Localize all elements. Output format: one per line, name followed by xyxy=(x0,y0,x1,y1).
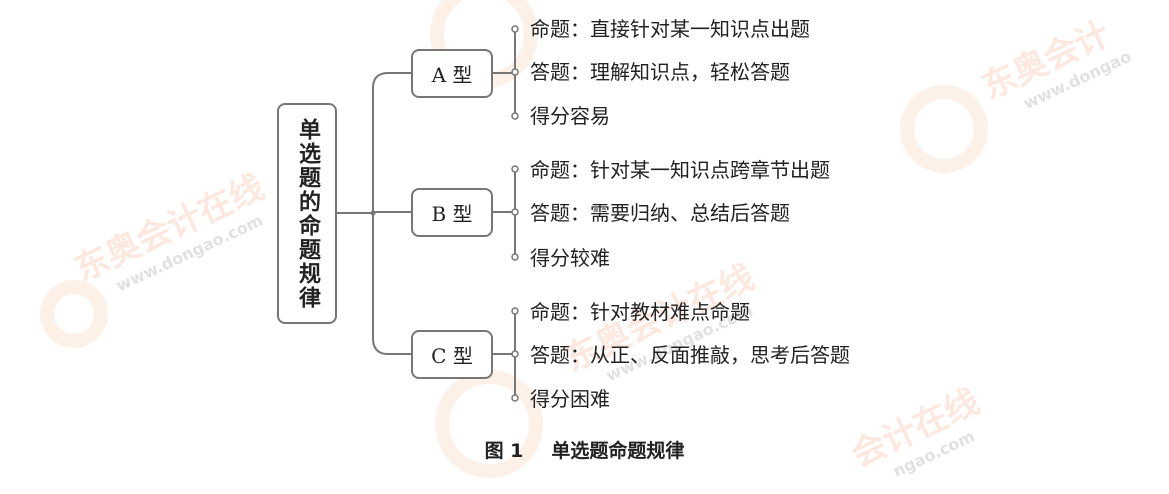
figure-title: 单选题命题规律 xyxy=(551,440,685,462)
root-node: 单选题的命题规律 xyxy=(277,103,337,324)
branch-a-item: 命题：直接针对某一知识点出题 xyxy=(530,17,810,41)
branch-b-item: 命题：针对某一知识点跨章节出题 xyxy=(530,158,830,182)
branch-c-item: 命题：针对教材难点命题 xyxy=(530,300,750,324)
branch-c-item: 答题：从正、反面推敲，思考后答题 xyxy=(530,343,850,367)
branch-b-node: B 型 xyxy=(411,188,493,237)
connector-lines xyxy=(337,25,519,402)
figure-number: 图 1 xyxy=(484,440,524,462)
figure-caption: 图 1 单选题命题规律 xyxy=(0,436,1169,463)
branch-a-item: 答题：理解知识点，轻松答题 xyxy=(530,60,790,84)
branch-b-item: 答题：需要归纳、总结后答题 xyxy=(530,201,790,225)
branch-b-item: 得分较难 xyxy=(530,246,610,270)
branch-a-node: A 型 xyxy=(411,49,493,98)
branch-c-item: 得分困难 xyxy=(530,387,610,411)
branch-a-item: 得分容易 xyxy=(530,104,610,128)
branch-c-node: C 型 xyxy=(411,330,493,379)
